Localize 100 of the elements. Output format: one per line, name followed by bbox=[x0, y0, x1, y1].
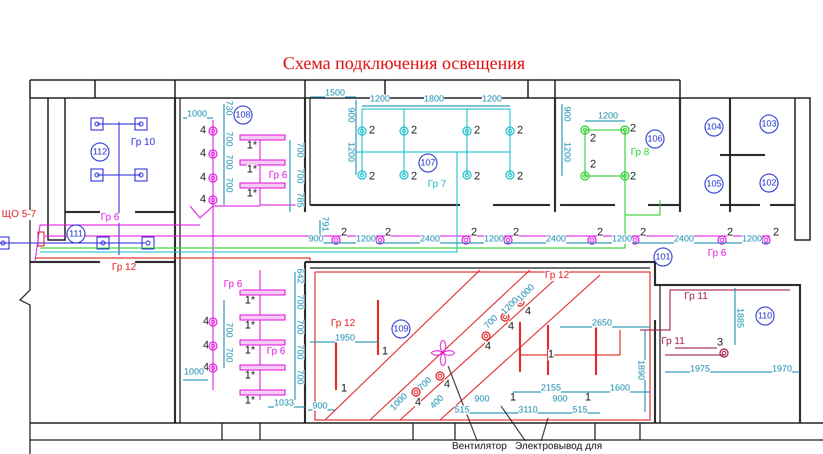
fixture-number: 1* bbox=[244, 296, 256, 306]
dimension-label: 1200 bbox=[598, 112, 618, 120]
fixture-number: 1* bbox=[246, 188, 258, 200]
fixture-number: 2 bbox=[590, 160, 596, 170]
fixture-number: 4 bbox=[202, 316, 210, 328]
dimension-label: 1033 bbox=[274, 398, 294, 408]
fixture-number: 1* bbox=[244, 346, 256, 356]
dimension-label: 1800 bbox=[424, 94, 444, 104]
fixture-number: 2 bbox=[590, 134, 596, 144]
dimension-label: 1000 bbox=[184, 368, 204, 376]
diagram-title: Схема подключения освещения bbox=[282, 53, 526, 74]
dimension-label: 1200 bbox=[484, 234, 504, 244]
dimension-label: 400 bbox=[428, 394, 446, 410]
dimension-label: 1975 bbox=[690, 364, 710, 374]
dimension-label: 700 bbox=[296, 294, 304, 310]
callout-text: Электровывод для bbox=[515, 441, 602, 452]
fixture-number: 4 bbox=[524, 306, 532, 318]
fixture-number: 1 bbox=[510, 392, 516, 404]
group-label: Гр 7 bbox=[428, 180, 446, 190]
fixture-number: 2 bbox=[368, 172, 376, 182]
fixture-number: 2 bbox=[630, 124, 636, 134]
fixture-number: 2 bbox=[474, 172, 480, 182]
dimension-label: 2650 bbox=[592, 318, 612, 328]
room-number: 111 bbox=[66, 224, 86, 244]
room-number: 102 bbox=[760, 174, 778, 192]
dimension-label: 700 bbox=[296, 142, 304, 158]
callout-text: Вентилятор bbox=[452, 441, 507, 452]
fixture-number: 2 bbox=[384, 228, 392, 238]
dimension-label: 700 bbox=[224, 154, 234, 170]
leader-line bbox=[448, 366, 478, 442]
fixture-number: 2 bbox=[726, 228, 734, 238]
fixture-number: 2 bbox=[516, 172, 524, 182]
dimension-label: 515 bbox=[454, 406, 470, 414]
fixture-number: 2 bbox=[640, 228, 646, 238]
fixture-number: 1* bbox=[244, 370, 256, 382]
group-label: Гр 6 bbox=[224, 280, 242, 290]
fixture-number: 1 bbox=[584, 392, 592, 404]
room-number: 101 bbox=[654, 248, 672, 266]
dimension-label: 1950 bbox=[334, 334, 356, 342]
fixture-number: 1 bbox=[340, 384, 348, 394]
dimension-label: 1890 bbox=[636, 360, 646, 380]
fixture-number: 2 bbox=[410, 172, 418, 182]
dimension-label: 700 bbox=[224, 347, 234, 363]
group-label: Гр 6 bbox=[266, 347, 286, 357]
dimension-label: 700 bbox=[416, 376, 434, 392]
fixture-number: 4 bbox=[202, 340, 210, 352]
dimension-label: 1200 bbox=[562, 142, 572, 162]
room-number: 107 bbox=[418, 154, 438, 172]
dimension-label: 700 bbox=[296, 168, 304, 184]
group-label: Гр 8 bbox=[630, 148, 650, 158]
fixture-number: 4 bbox=[444, 380, 450, 390]
fixture-number: 2 bbox=[470, 228, 478, 238]
dimension-label: 700 bbox=[296, 319, 304, 335]
dimension-label: 791 bbox=[320, 216, 330, 232]
dimension-label: 515 bbox=[572, 406, 588, 414]
fixture-number: 1* bbox=[246, 164, 258, 176]
fixture-number: 2 bbox=[516, 126, 524, 136]
group-label: Гр 6 bbox=[100, 213, 120, 223]
dimension-label: 900 bbox=[346, 107, 356, 123]
group-label: Гр 12 bbox=[112, 263, 136, 273]
fixture-number: 4 bbox=[200, 126, 206, 136]
dimension-label: 900 bbox=[312, 402, 328, 410]
fixture-number: 2 bbox=[368, 126, 376, 136]
fixture-number: 2 bbox=[596, 228, 604, 238]
fixture-number: 2 bbox=[474, 126, 480, 136]
dimension-label: 3110 bbox=[518, 406, 538, 414]
dimension-label: 730 bbox=[224, 100, 234, 116]
group-label: Гр 12 bbox=[330, 319, 356, 329]
dimension-label: 1200 bbox=[346, 142, 356, 162]
fixture-number: 2 bbox=[340, 228, 348, 238]
panel-label: ЩО 5-7 bbox=[2, 210, 36, 220]
group-label: Гр 11 bbox=[661, 337, 685, 347]
dimension-label: 2400 bbox=[420, 234, 440, 244]
dimension-label: 1200 bbox=[356, 234, 376, 244]
dimension-label: 1200 bbox=[612, 234, 632, 244]
dimension-label: 785 bbox=[296, 192, 304, 208]
dimension-label: 700 bbox=[224, 131, 234, 147]
group-label: Гр 6 bbox=[708, 249, 726, 259]
dimension-label: 900 bbox=[474, 394, 490, 404]
dimension-label: 700 bbox=[296, 344, 304, 360]
dimension-label: 900 bbox=[308, 234, 324, 244]
fixture-number: 4 bbox=[414, 398, 422, 408]
fixture-number: 1 bbox=[548, 350, 554, 360]
room-number: 103 bbox=[760, 114, 778, 134]
group-label: Гр 10 bbox=[130, 138, 156, 148]
room-number: 104 bbox=[704, 118, 724, 136]
room-number: 106 bbox=[646, 130, 664, 148]
dimension-label: 700 bbox=[224, 177, 234, 193]
dimension-label: 700 bbox=[224, 322, 234, 338]
fixture-number: 2 bbox=[512, 228, 520, 238]
room-number: 109 bbox=[392, 320, 410, 338]
fixture-number: 4 bbox=[202, 362, 210, 374]
dimension-label: 1885 bbox=[736, 308, 744, 328]
fixture-number: 1* bbox=[244, 396, 256, 406]
dimension-label: 2155 bbox=[540, 384, 562, 392]
fixture-number: 4 bbox=[200, 172, 206, 184]
fixture-number: 4 bbox=[200, 194, 206, 206]
fixture-number: 2 bbox=[410, 126, 418, 136]
dimension-label: 1600 bbox=[610, 384, 630, 392]
fixture-number: 2 bbox=[630, 172, 636, 182]
